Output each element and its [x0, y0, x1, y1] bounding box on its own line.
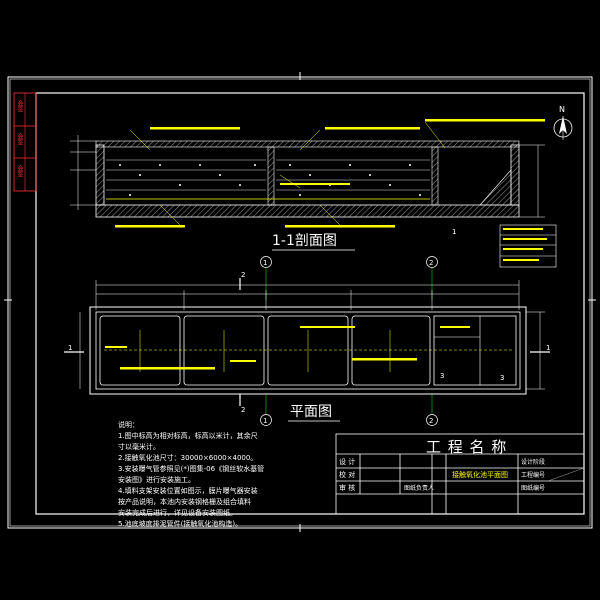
plan-view: [64, 256, 550, 426]
axis-bubbles-top: [260, 256, 438, 300]
plan-section-3: 3: [440, 372, 444, 380]
section-mark-1: 1: [452, 228, 456, 236]
cut-label-top: 2: [241, 271, 245, 279]
left-elevations: [70, 135, 96, 210]
drawing-name: 接触氧化池平面图: [452, 471, 508, 479]
cut-label-bottom: 2: [241, 406, 245, 414]
plan-section-3b: 3: [500, 374, 504, 382]
section-1-1: 1: [70, 119, 557, 268]
media-grid: [106, 159, 430, 191]
partition-wall: [431, 146, 439, 206]
north-arrow-icon: [553, 116, 573, 140]
top-deck: [95, 140, 520, 148]
project-name: 工 程 名 称: [426, 438, 508, 456]
notes-heading: 说明：: [118, 421, 139, 429]
tb-row-review: 审 核: [339, 484, 356, 492]
tb-right-3: 图纸编号: [521, 485, 546, 492]
section-leaders: [129, 121, 446, 226]
compartment-5: [433, 315, 517, 386]
note-line-3: 2.接触氧化池尺寸：30000×6000×4000。: [118, 454, 258, 462]
axis-labels: 1 2 1 2 1 1 2 2 3 3: [68, 259, 550, 425]
cut-label-right: 1: [546, 344, 550, 352]
note-line-1: 1.图中标高为相对标高，标高以米计，其余尺: [118, 432, 258, 440]
tb-right-2: 工程编号: [521, 472, 546, 479]
tb-right-1: 设计阶段: [521, 459, 546, 466]
note-line-6: 4.填料支架安装位置如图示，膜片曝气器安装: [118, 487, 258, 495]
left-signature-strip: [13, 92, 37, 192]
plan-inner-wall: [95, 311, 521, 390]
section-title: 1-1剖面图: [272, 233, 337, 249]
design-notes: 说明： 1.图中标高为相对标高，标高以米计，其余尺 寸以毫米计。 2.接触氧化池…: [118, 420, 264, 530]
plan-title: 平面图: [290, 404, 332, 420]
compartment-2: [183, 315, 265, 386]
slope-baffle: [479, 169, 512, 206]
bottom-slab: [95, 204, 520, 218]
plan-pipes: [104, 330, 512, 372]
strip-label-2: 会签: [16, 133, 23, 145]
plan-side-dims: [79, 311, 545, 390]
note-line-2: 寸以毫米计。: [118, 443, 160, 451]
note-line-4: 3.安装曝气管参照见(*)图集-06《钢丝软水基管: [118, 465, 265, 473]
section-cut-marks: [64, 278, 550, 406]
tb-sign-note: 图纸负责人: [404, 485, 435, 492]
strip-label-3: 会签: [16, 165, 23, 177]
left-wall: [95, 144, 105, 206]
section-annotation-bars: [115, 119, 545, 228]
media-dots: [119, 164, 421, 196]
compartment-1: [99, 315, 181, 386]
right-wall: [510, 144, 520, 206]
axis-label-1-top: 1: [263, 259, 267, 267]
compartment-3: [267, 315, 349, 386]
plan-annotation-bars: [105, 326, 470, 370]
north-label: N: [559, 105, 565, 114]
tb-row-check: 校 对: [339, 471, 356, 479]
note-line-7: 按产品说明，本池内安装钢格栅及组合填料: [118, 498, 251, 506]
tb-row-design: 设 计: [339, 458, 356, 466]
note-line-9: 5.池底坡度排泥管件(接触氧化池构造)。: [118, 520, 243, 528]
compartment-4: [351, 315, 431, 386]
axis-label-2-bottom: 2: [429, 417, 433, 425]
title-block: [335, 433, 585, 515]
legend-boxes: [499, 224, 557, 268]
strip-label-1: 会签: [16, 100, 23, 112]
plan-outer-wall: [89, 306, 527, 395]
note-line-5: 安装图》进行安装施工。: [118, 476, 195, 484]
mid-wall: [267, 146, 275, 206]
inner-frame: [35, 92, 585, 515]
plan-dimensions: [95, 280, 520, 310]
axis-label-1-bottom: 1: [263, 417, 267, 425]
axis-bubbles-bottom: [260, 394, 438, 426]
axis-label-2-top: 2: [429, 259, 433, 267]
right-dimension: [519, 144, 545, 218]
cut-label-left: 1: [68, 344, 72, 352]
note-line-8: 安装完成后进行，详见设备安装图纸。: [118, 509, 237, 517]
